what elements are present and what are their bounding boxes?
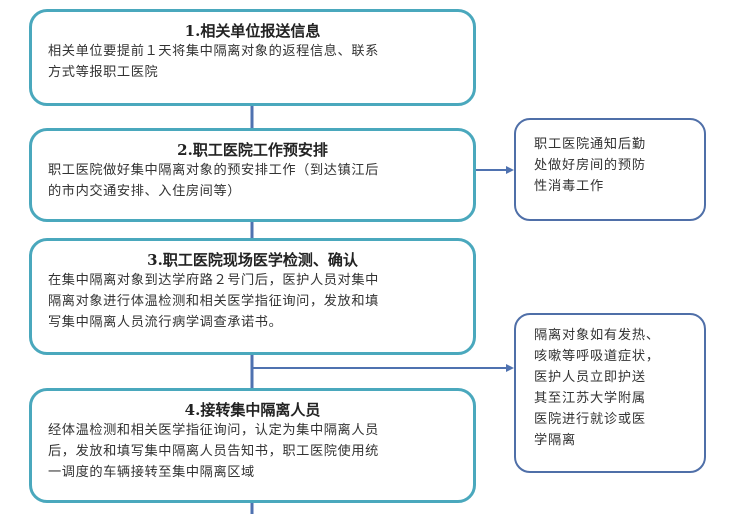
side-note-2-line: 隔离对象如有发热、 (534, 328, 660, 343)
step-1-line: 相关单位要提前１天将集中隔离对象的返程信息、联系 (48, 44, 379, 59)
side-note-2-line: 学隔离 (534, 433, 576, 448)
step-2-title: 2.职工医院工作预安排 (177, 141, 328, 159)
side-note-2: 隔离对象如有发热、 咳嗽等呼吸道症状， 医护人员立即护送 其至江苏大学附属 医院… (514, 313, 706, 473)
step-2-box: 2.职工医院工作预安排 职工医院做好集中隔离对象的预安排工作（到达镇江后 的市内… (29, 128, 476, 222)
side-note-2-line: 医护人员立即护送 (534, 370, 646, 385)
step-3-line: 隔离对象进行体温检测和相关医学指征询问，发放和填 (48, 294, 379, 309)
side-note-2-line: 其至江苏大学附属 (534, 391, 646, 406)
step-4-line: 经体温检测和相关医学指征询问，认定为集中隔离人员 (48, 423, 379, 438)
step-1-line: 方式等报职工医院 (48, 65, 159, 80)
step-2-body: 职工医院做好集中隔离对象的预安排工作（到达镇江后 的市内交通安排、入住房间等） (32, 160, 473, 202)
step-2-line: 的市内交通安排、入住房间等） (48, 184, 242, 199)
step-3-line: 写集中隔离人员流行病学调查承诺书。 (48, 315, 283, 330)
step-2-line: 职工医院做好集中隔离对象的预安排工作（到达镇江后 (48, 163, 379, 178)
step-4-box: 4.接转集中隔离人员 经体温检测和相关医学指征询问，认定为集中隔离人员 后，发放… (29, 388, 476, 503)
step-3-title: 3.职工医院现场医学检测、确认 (147, 251, 358, 269)
step-4-body: 经体温检测和相关医学指征询问，认定为集中隔离人员 后，发放和填写集中隔离人员告知… (32, 420, 473, 483)
step-3-body: 在集中隔离对象到达学府路２号门后，医护人员对集中 隔离对象进行体温检测和相关医学… (32, 270, 473, 333)
step-1-body: 相关单位要提前１天将集中隔离对象的返程信息、联系 方式等报职工医院 (32, 41, 473, 83)
side-note-1-line: 职工医院通知后勤 (534, 137, 646, 152)
step-1-title: 1.相关单位报送信息 (184, 22, 321, 40)
side-note-1-line: 处做好房间的预防 (534, 158, 646, 173)
step-4-line: 后，发放和填写集中隔离人员告知书，职工医院使用统 (48, 444, 379, 459)
side-note-2-line: 咳嗽等呼吸道症状， (534, 349, 660, 364)
side-note-1-line: 性消毒工作 (534, 179, 604, 194)
step-3-line: 在集中隔离对象到达学府路２号门后，医护人员对集中 (48, 273, 379, 288)
side-note-1: 职工医院通知后勤 处做好房间的预防 性消毒工作 (514, 118, 706, 221)
step-3-box: 3.职工医院现场医学检测、确认 在集中隔离对象到达学府路２号门后，医护人员对集中… (29, 238, 476, 355)
step-4-line: 一调度的车辆接转至集中隔离区域 (48, 465, 255, 480)
step-1-box: 1.相关单位报送信息 相关单位要提前１天将集中隔离对象的返程信息、联系 方式等报… (29, 9, 476, 106)
side-note-2-line: 医院进行就诊或医 (534, 412, 646, 427)
step-4-title: 4.接转集中隔离人员 (184, 401, 321, 419)
